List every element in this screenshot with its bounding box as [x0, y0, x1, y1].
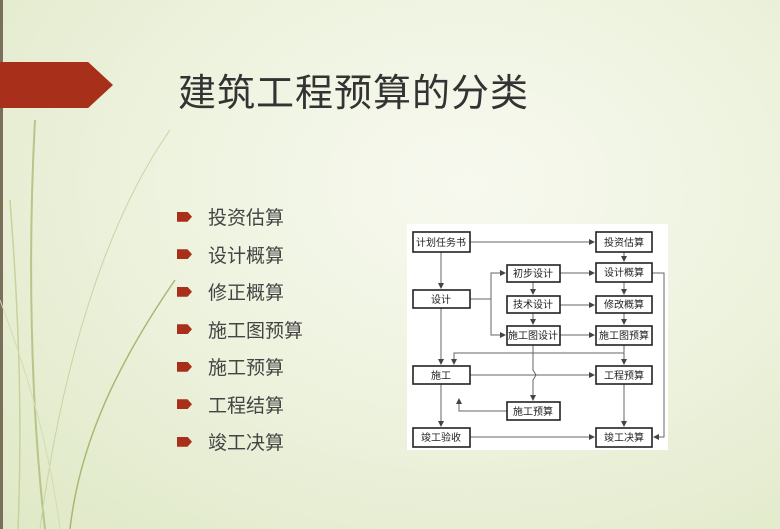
- box-tech-design: 技术设计: [513, 298, 553, 311]
- box-acceptance: 竣工验收: [421, 431, 461, 444]
- bullet-arrow-icon: [177, 399, 192, 410]
- bullet-item: 修正概算: [177, 273, 303, 311]
- box-design: 设计: [431, 293, 451, 306]
- box-prelim-design: 初步设计: [513, 267, 553, 280]
- slide-title: 建筑工程预算的分类: [178, 71, 530, 115]
- bullet-arrow-icon: [177, 249, 192, 260]
- bullet-text: 施工预算: [208, 357, 285, 380]
- box-construction-budget: 施工预算: [513, 405, 553, 418]
- bullet-text: 竣工决算: [208, 432, 285, 455]
- box-revised-estimate: 修改概算: [604, 298, 644, 311]
- bullet-arrow-icon: [177, 211, 192, 222]
- title-banner-arrow: [0, 62, 113, 108]
- bullet-arrow-icon: [177, 436, 192, 447]
- bullet-arrow-icon: [177, 324, 192, 335]
- box-design-estimate: 设计概算: [604, 266, 644, 279]
- bullet-item: 投资估算: [177, 198, 303, 236]
- bullet-item: 施工预算: [177, 348, 303, 386]
- bullet-item: 施工图预算: [177, 311, 303, 349]
- box-plan: 计划任务书: [416, 236, 466, 249]
- bullet-list: 投资估算 设计概算 修正概算 施工图预算 施工预算 工程结算 竣工决算: [177, 198, 303, 461]
- bullet-item: 竣工决算: [177, 423, 303, 461]
- bullet-text: 修正概算: [208, 282, 285, 305]
- bullet-text: 设计概算: [208, 244, 285, 267]
- bullet-text: 施工图预算: [208, 319, 304, 342]
- slide-left-edge: [0, 0, 3, 529]
- bullet-text: 工程结算: [208, 394, 285, 417]
- box-drawing-budget: 施工图预算: [599, 329, 649, 342]
- box-final-accounts: 竣工决算: [604, 431, 644, 444]
- box-project-budget: 工程预算: [604, 369, 644, 382]
- bullet-item: 设计概算: [177, 236, 303, 274]
- box-construction: 施工: [431, 369, 451, 382]
- bullet-arrow-icon: [177, 286, 192, 297]
- box-drawing-design: 施工图设计: [508, 329, 558, 342]
- bullet-arrow-icon: [177, 361, 192, 372]
- bullet-text: 投资估算: [208, 207, 285, 230]
- box-investment-estimate: 投资估算: [604, 236, 644, 249]
- bullet-item: 工程结算: [177, 386, 303, 424]
